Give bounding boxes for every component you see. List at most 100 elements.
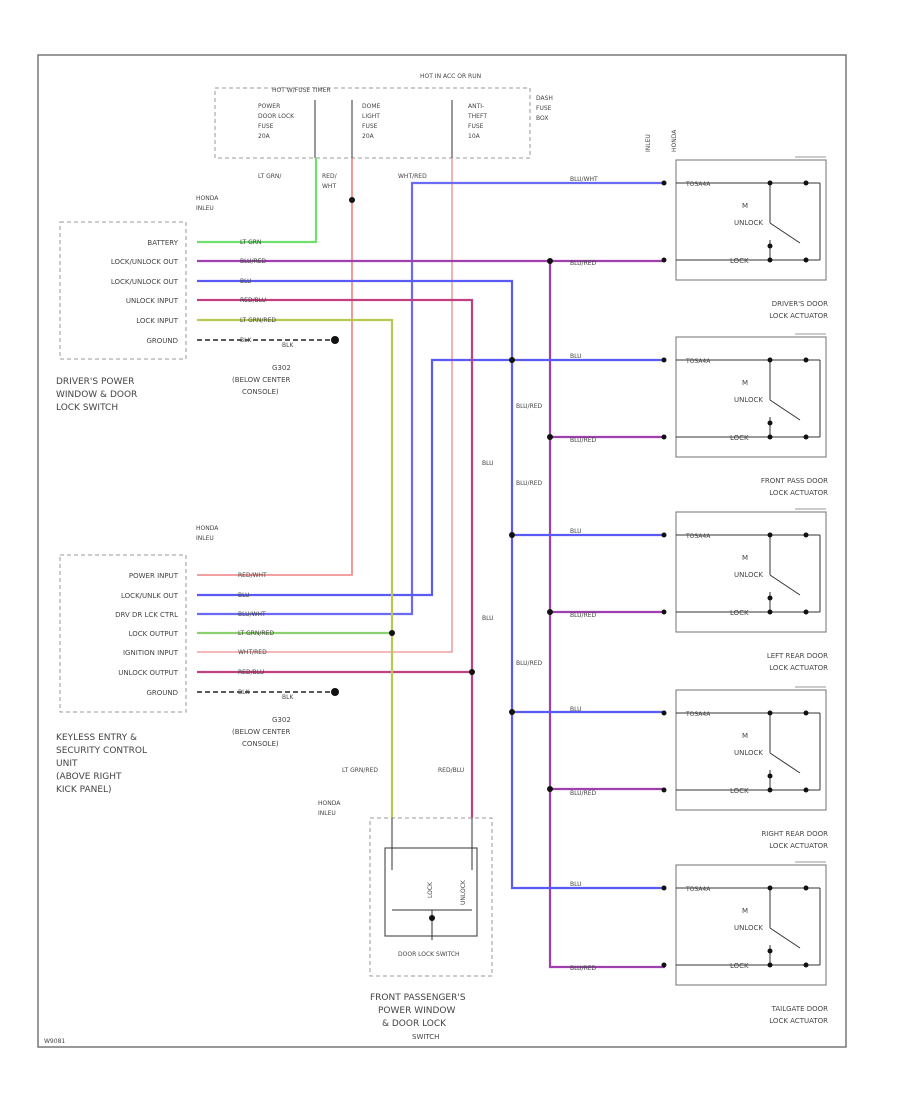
driver-connector-1: HONDA — [196, 195, 219, 202]
ground2-desc-1: (BELOW CENTER — [232, 728, 291, 736]
keyless-pin-label: DRV DR LCK CTRL — [115, 611, 178, 619]
driver-connector-2: INLEU — [196, 205, 214, 212]
pass-caption-1: FRONT PASSENGER'S — [370, 993, 466, 1003]
pass-caption-2: POWER WINDOW — [378, 1006, 456, 1016]
driver-caption-2: WINDOW & DOOR — [56, 390, 137, 400]
actuator-unlock: UNLOCK — [734, 571, 763, 579]
actuator-lock: LOCK — [730, 787, 749, 795]
keyless-entry-unit: HONDA INLEU — [59, 525, 219, 713]
actuator-bottom-wire: BLU/RED — [570, 260, 597, 267]
driver-wire-label: RED/BLU — [240, 297, 266, 304]
driver-pin-label: LOCK/UNLOCK OUT — [111, 278, 179, 286]
fuse-box-label-1: DASH — [536, 95, 553, 102]
wire-blu-wht — [197, 181, 665, 616]
keyless-wire-label: LT GRN/RED — [238, 630, 274, 637]
actuator-motor: M — [742, 554, 748, 562]
keyless-pin-label: UNLOCK OUTPUT — [118, 669, 178, 677]
pass-inner-lock: LOCK — [427, 881, 434, 898]
act-connector-1: INLEU — [645, 134, 652, 152]
keyless-pin-label: IGNITION INPUT — [123, 649, 179, 657]
keyless-wire-label: RED/WHT — [238, 572, 267, 579]
keyless-caption-5: KICK PANEL) — [56, 785, 112, 795]
pass-caption-4: SWITCH — [412, 1033, 439, 1041]
actuator-caption-2: LOCK ACTUATOR — [769, 489, 828, 497]
driver-pin-label: LOCK INPUT — [136, 317, 179, 325]
fuse2-line2: LIGHT — [362, 113, 380, 120]
actuator-bottom-wire: BLU/RED — [570, 790, 597, 797]
keyless-caption-1: KEYLESS ENTRY & — [56, 733, 137, 743]
wire-red-blu — [197, 298, 474, 818]
actuator-motor: M — [742, 732, 748, 740]
actuator-tag: TOSA4A — [685, 181, 711, 188]
actuator-caption-2: LOCK ACTUATOR — [769, 664, 828, 672]
wire-blu-bus — [197, 279, 665, 890]
fuse2-line3: FUSE — [362, 123, 378, 130]
fuse1-line4: 20A — [258, 133, 271, 140]
fuse1-line2: DOOR LOCK — [258, 113, 295, 120]
actuator-bottom-wire: BLU/RED — [570, 612, 597, 619]
ground1-name: G302 — [272, 364, 291, 372]
keyless-pin-label: LOCK OUTPUT — [129, 630, 179, 638]
ground1-desc-1: (BELOW CENTER — [232, 376, 291, 384]
keyless-caption-2: SECURITY CONTROL — [56, 746, 147, 756]
fuse2-line1: DOME — [362, 103, 381, 110]
label-blu-red-v3: BLU/RED — [516, 660, 543, 667]
actuator-caption-1: DRIVER'S DOOR — [772, 300, 828, 308]
passenger-door-lock-switch: LT GRN/RED RED/BLU HONDA INLEU LOCK UNLO… — [318, 767, 493, 977]
keyless-wire-label: WHT/RED — [238, 649, 267, 656]
pass-switch-label: DOOR LOCK SWITCH — [398, 951, 460, 958]
ground1-wire: BLK — [282, 342, 294, 349]
pass-connector-2: INLEU — [318, 810, 336, 817]
keyless-wire-label: BLU — [238, 592, 250, 599]
actuator-caption-2: LOCK ACTUATOR — [769, 312, 828, 320]
pass-wire-a: LT GRN/RED — [342, 767, 378, 774]
keyless-connector-2: INLEU — [196, 535, 214, 542]
driver-pin-label: UNLOCK INPUT — [126, 297, 179, 305]
actuator-motor: M — [742, 379, 748, 387]
footer-id: W9081 — [44, 1038, 65, 1045]
actuator-top-wire: BLU — [570, 353, 582, 360]
fuse-box-label-3: BOX — [536, 115, 548, 122]
actuator-bottom-wire: BLU/RED — [570, 965, 597, 972]
actuator-tag: TOSA4A — [685, 533, 711, 540]
actuator-top-wire: BLU/WHT — [570, 176, 598, 183]
wires — [197, 158, 665, 969]
label-blu-red-v1: BLU/RED — [516, 403, 543, 410]
fuse3-line1: ANTI- — [468, 103, 484, 110]
label-blu-v2: BLU — [482, 615, 494, 622]
actuator-top-wire: BLU — [570, 528, 582, 535]
pass-caption-3: & DOOR LOCK — [382, 1019, 447, 1029]
actuator-lock: LOCK — [730, 257, 749, 265]
wire-red-wht — [197, 158, 353, 576]
label-blu-v1: BLU — [482, 460, 494, 467]
actuator-tag: TOSA4A — [685, 358, 711, 365]
actuator-lock: LOCK — [730, 962, 749, 970]
wire-lt-grn — [197, 158, 318, 244]
actuator-motor: M — [742, 907, 748, 915]
pass-wire-b: RED/BLU — [438, 767, 464, 774]
label-lt-grn-top: LT GRN/ — [258, 173, 282, 180]
wire-lt-grn-red — [197, 318, 394, 818]
fuse2-line4: 20A — [362, 133, 375, 140]
actuator-caption-1: TAILGATE DOOR — [771, 1005, 828, 1013]
keyless-pin-label: LOCK/UNLK OUT — [121, 592, 179, 600]
driver-wire-label: BLU — [240, 278, 252, 285]
actuator-caption-1: LEFT REAR DOOR — [767, 652, 828, 660]
keyless-pin-label: GROUND — [146, 689, 178, 697]
actuator-caption-2: LOCK ACTUATOR — [769, 1017, 828, 1025]
driver-wire-label: BLK — [240, 337, 252, 344]
driver-power-window-switch: HONDA INLEU — [59, 195, 219, 360]
actuator-caption-1: RIGHT REAR DOOR — [761, 830, 828, 838]
driver-pin-label: LOCK/UNLOCK OUT — [111, 258, 179, 266]
fuse3-line4: 10A — [468, 133, 481, 140]
driver-pin-label: GROUND — [146, 337, 178, 345]
fuse-hot-label-2: HOT IN ACC OR RUN — [420, 73, 481, 80]
actuator-lock: LOCK — [730, 434, 749, 442]
ground2-desc-2: CONSOLE) — [242, 740, 279, 748]
keyless-connector-1: HONDA — [196, 525, 219, 532]
